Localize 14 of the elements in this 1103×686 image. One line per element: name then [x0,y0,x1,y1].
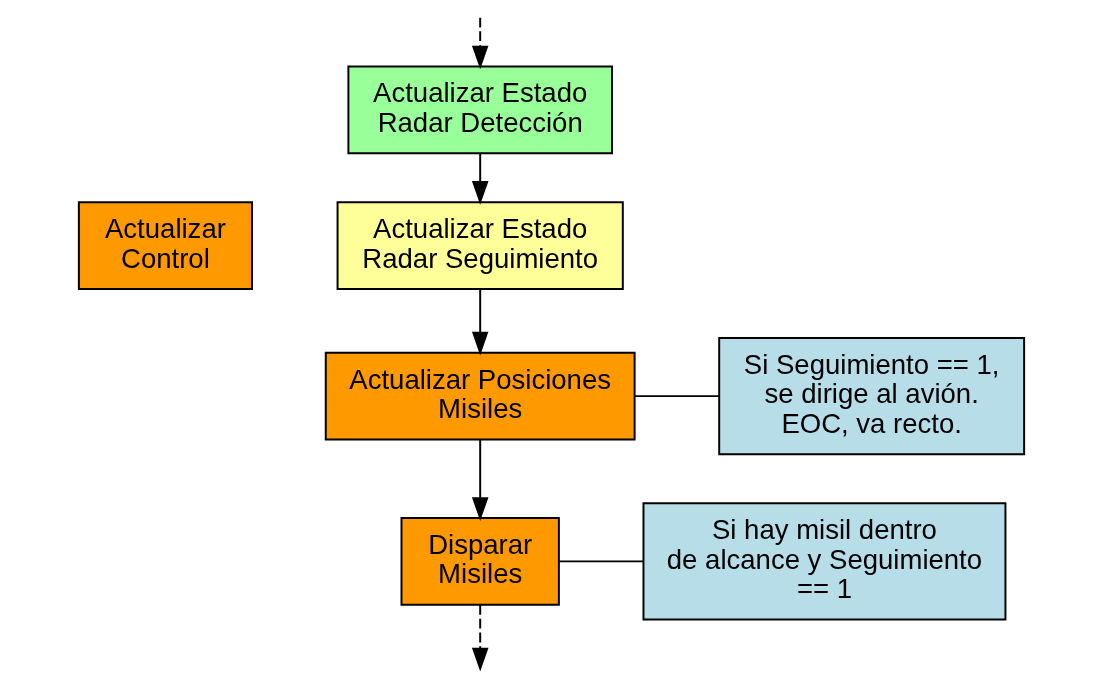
arrow [471,438,489,521]
node-box: Actualizar Estado Radar Seguimiento [336,201,624,290]
node-box: Actualizar Control [77,201,253,290]
arrow [471,16,489,70]
connector [558,560,645,563]
arrow [471,603,489,672]
node-box: Actualizar Estado Radar Detección [347,65,613,155]
node-box: Si hay misil dentro de alcance y Seguimiento == 1 [642,502,1007,621]
node-box: Si Seguimiento == 1, se dirige al avión. EOC, va recto. [718,337,1026,456]
arrow [471,288,489,356]
node-box: Actualizar Posiciones Misiles [324,351,636,441]
arrow [471,152,489,205]
node-box: Disparar Misiles [400,517,560,606]
connector [633,395,720,398]
